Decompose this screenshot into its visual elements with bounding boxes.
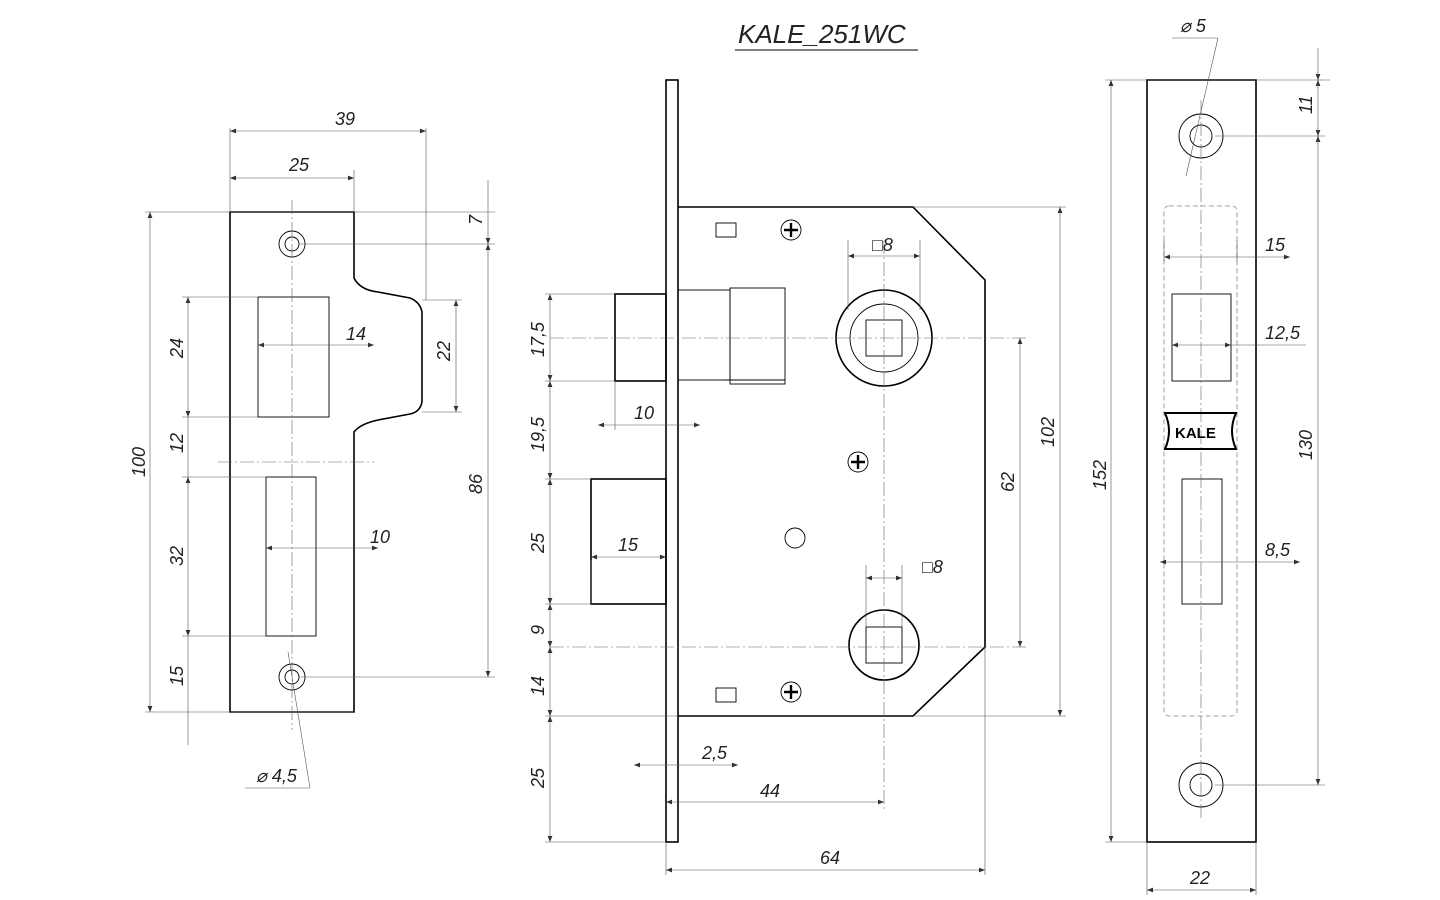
dim-strike-latch-slot-height: 32 [167,546,187,566]
dim-lock-square-bottom: □8 [922,557,943,577]
faceplate-latch-opening [1181,478,1223,605]
lock-case-outline [678,206,986,717]
dim-lock-latch-projection: 15 [618,535,639,555]
dim-face-bolt-opening: 12,5 [1265,323,1301,343]
dim-strike-slot-width: 14 [346,324,366,344]
case-round-hole [784,527,806,549]
dim-face-bolt-width: 15 [1265,235,1286,255]
dim-lock-backset: 44 [760,781,780,801]
dim-lock-latch-height: 25 [528,532,548,554]
strike-plate-outline [229,211,423,713]
dim-lock-gap-1: 19,5 [528,416,548,452]
dim-lock-case-height: 102 [1038,417,1058,447]
dim-lock-face-offset: 25 [528,767,548,789]
strike-bolt-slot [257,296,330,418]
deadbolt-block [729,287,786,385]
dim-lock-spindle-distance: 62 [998,472,1018,492]
case-slot-bottom [715,687,737,703]
dim-strike-bottom-hole: 15 [167,665,187,686]
latch-bolt [590,478,667,605]
lock-faceplate-side [665,79,679,843]
strike-latch-slot [265,476,317,637]
lock-case-hidden-outline [1163,205,1238,717]
kale-logo-text: KALE [1175,425,1216,442]
dim-strike-hole-diameter: ⌀ 4,5 [256,766,298,786]
screw-top-icon [780,219,802,241]
dim-lock-gap-2: 9 [528,625,548,635]
dim-lock-gap-3: 14 [528,676,548,696]
deadbolt-body [677,289,731,381]
dim-lock-case-depth: 64 [820,848,840,868]
dim-strike-spacing: 12 [167,433,187,453]
dim-lock-bolt-height: 17,5 [528,321,548,357]
dim-face-width: 22 [1189,868,1210,888]
screw-bottom-icon [780,681,802,703]
dim-face-holes-distance: 130 [1296,430,1316,460]
dim-face-latch-opening: 8,5 [1265,540,1291,560]
dim-strike-width-total: 39 [335,109,355,129]
title-text: KALE_251WC [738,19,906,49]
dim-lock-bolt-projection: 10 [634,403,654,423]
dim-lock-square-top: □8 [872,235,893,255]
faceplate-bolt-opening [1171,293,1232,382]
faceplate-outline [1146,79,1257,843]
dim-strike-lip-height: 22 [434,341,454,362]
screw-middle-icon [847,451,869,473]
dim-strike-width-plate: 25 [288,155,310,175]
dim-strike-top-hole: 7 [466,214,486,225]
lock-body-view: □8 □8 17,5 10 19,5 25 15 9 14 25 2,5 44 … [528,79,1066,875]
dim-face-total-height: 152 [1090,460,1110,490]
dim-face-top-offset: 11 [1296,95,1316,114]
dim-strike-holes-distance: 86 [466,473,486,494]
dim-face-hole-diameter: ⌀ 5 [1180,16,1207,36]
faceplate-front-view: KALE ⌀ 5 11 15 12,5 130 152 8,5 22 [1090,16,1330,895]
strike-plate-view: 39 25 7 100 24 14 12 32 10 15 22 86 ⌀ 4,… [129,109,495,789]
kale-logo: KALE [1163,412,1238,450]
drawing-title: KALE_251WC [735,19,918,51]
dim-strike-height: 100 [129,447,149,477]
dim-lock-faceplate-thickness: 2,5 [701,743,728,763]
case-slot-top [715,222,737,238]
dim-strike-latch-slot-width: 10 [370,527,390,547]
dim-strike-slot-height: 24 [167,338,187,359]
deadbolt [614,293,667,382]
